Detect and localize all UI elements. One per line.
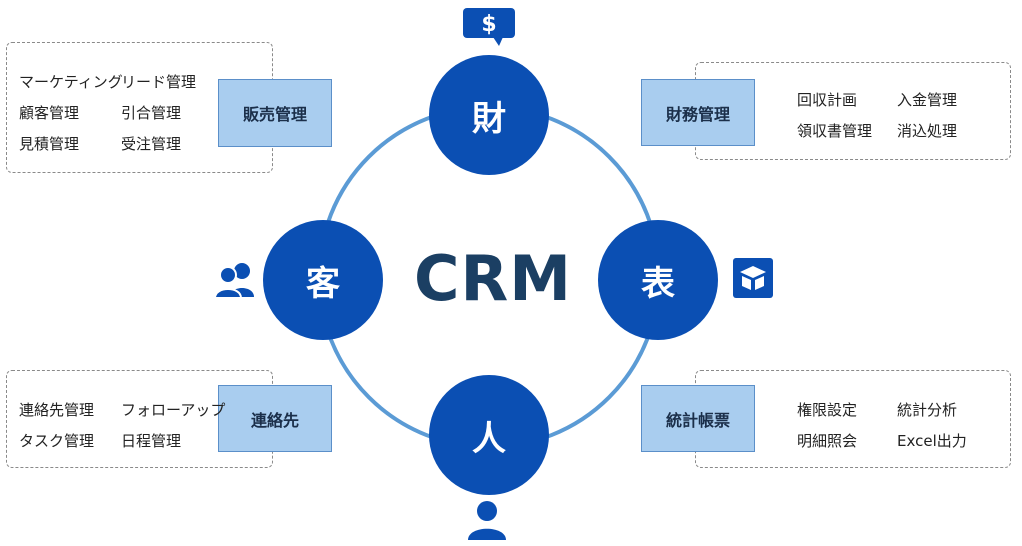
reports-item: Excel出力 [897,432,967,450]
sales-item: 引合管理 [121,104,182,122]
reports-item: 明細照会 [797,432,858,450]
finance-item: 入金管理 [897,91,958,109]
finance-item: 回収計画 [797,91,858,109]
person-icon [468,501,506,540]
sales-item: 見積管理 [19,135,80,153]
reports-item: 権限設定 [797,401,858,419]
contacts-item: タスク管理 [19,432,95,450]
contacts-item: 日程管理 [121,432,182,450]
finance-item: 領収書管理 [797,122,873,140]
sales-item: 顧客管理 [19,104,80,122]
sales-category: 販売管理 [218,79,332,147]
reports-item: 統計分析 [897,401,958,419]
contacts-category: 連絡先 [218,385,332,452]
finance-category: 財務管理 [641,79,755,146]
node-finance: 財 [429,55,549,175]
node-people: 人 [429,375,549,495]
users-icon [214,263,254,298]
node-report: 表 [598,220,718,340]
svg-text:$: $ [481,12,496,37]
contacts-item: フォローアップ [121,401,226,419]
sales-item: 受注管理 [121,135,182,153]
finance-item: 消込処理 [897,122,958,140]
package-icon [733,258,773,298]
node-customer: 客 [263,220,383,340]
money-chat-icon: $ [463,8,515,46]
sales-item: マーケティング [19,73,123,91]
contacts-item: 連絡先管理 [19,401,95,419]
center-title: CRM [414,241,572,315]
sales-item: リード管理 [121,73,197,91]
reports-category: 統計帳票 [641,385,755,452]
